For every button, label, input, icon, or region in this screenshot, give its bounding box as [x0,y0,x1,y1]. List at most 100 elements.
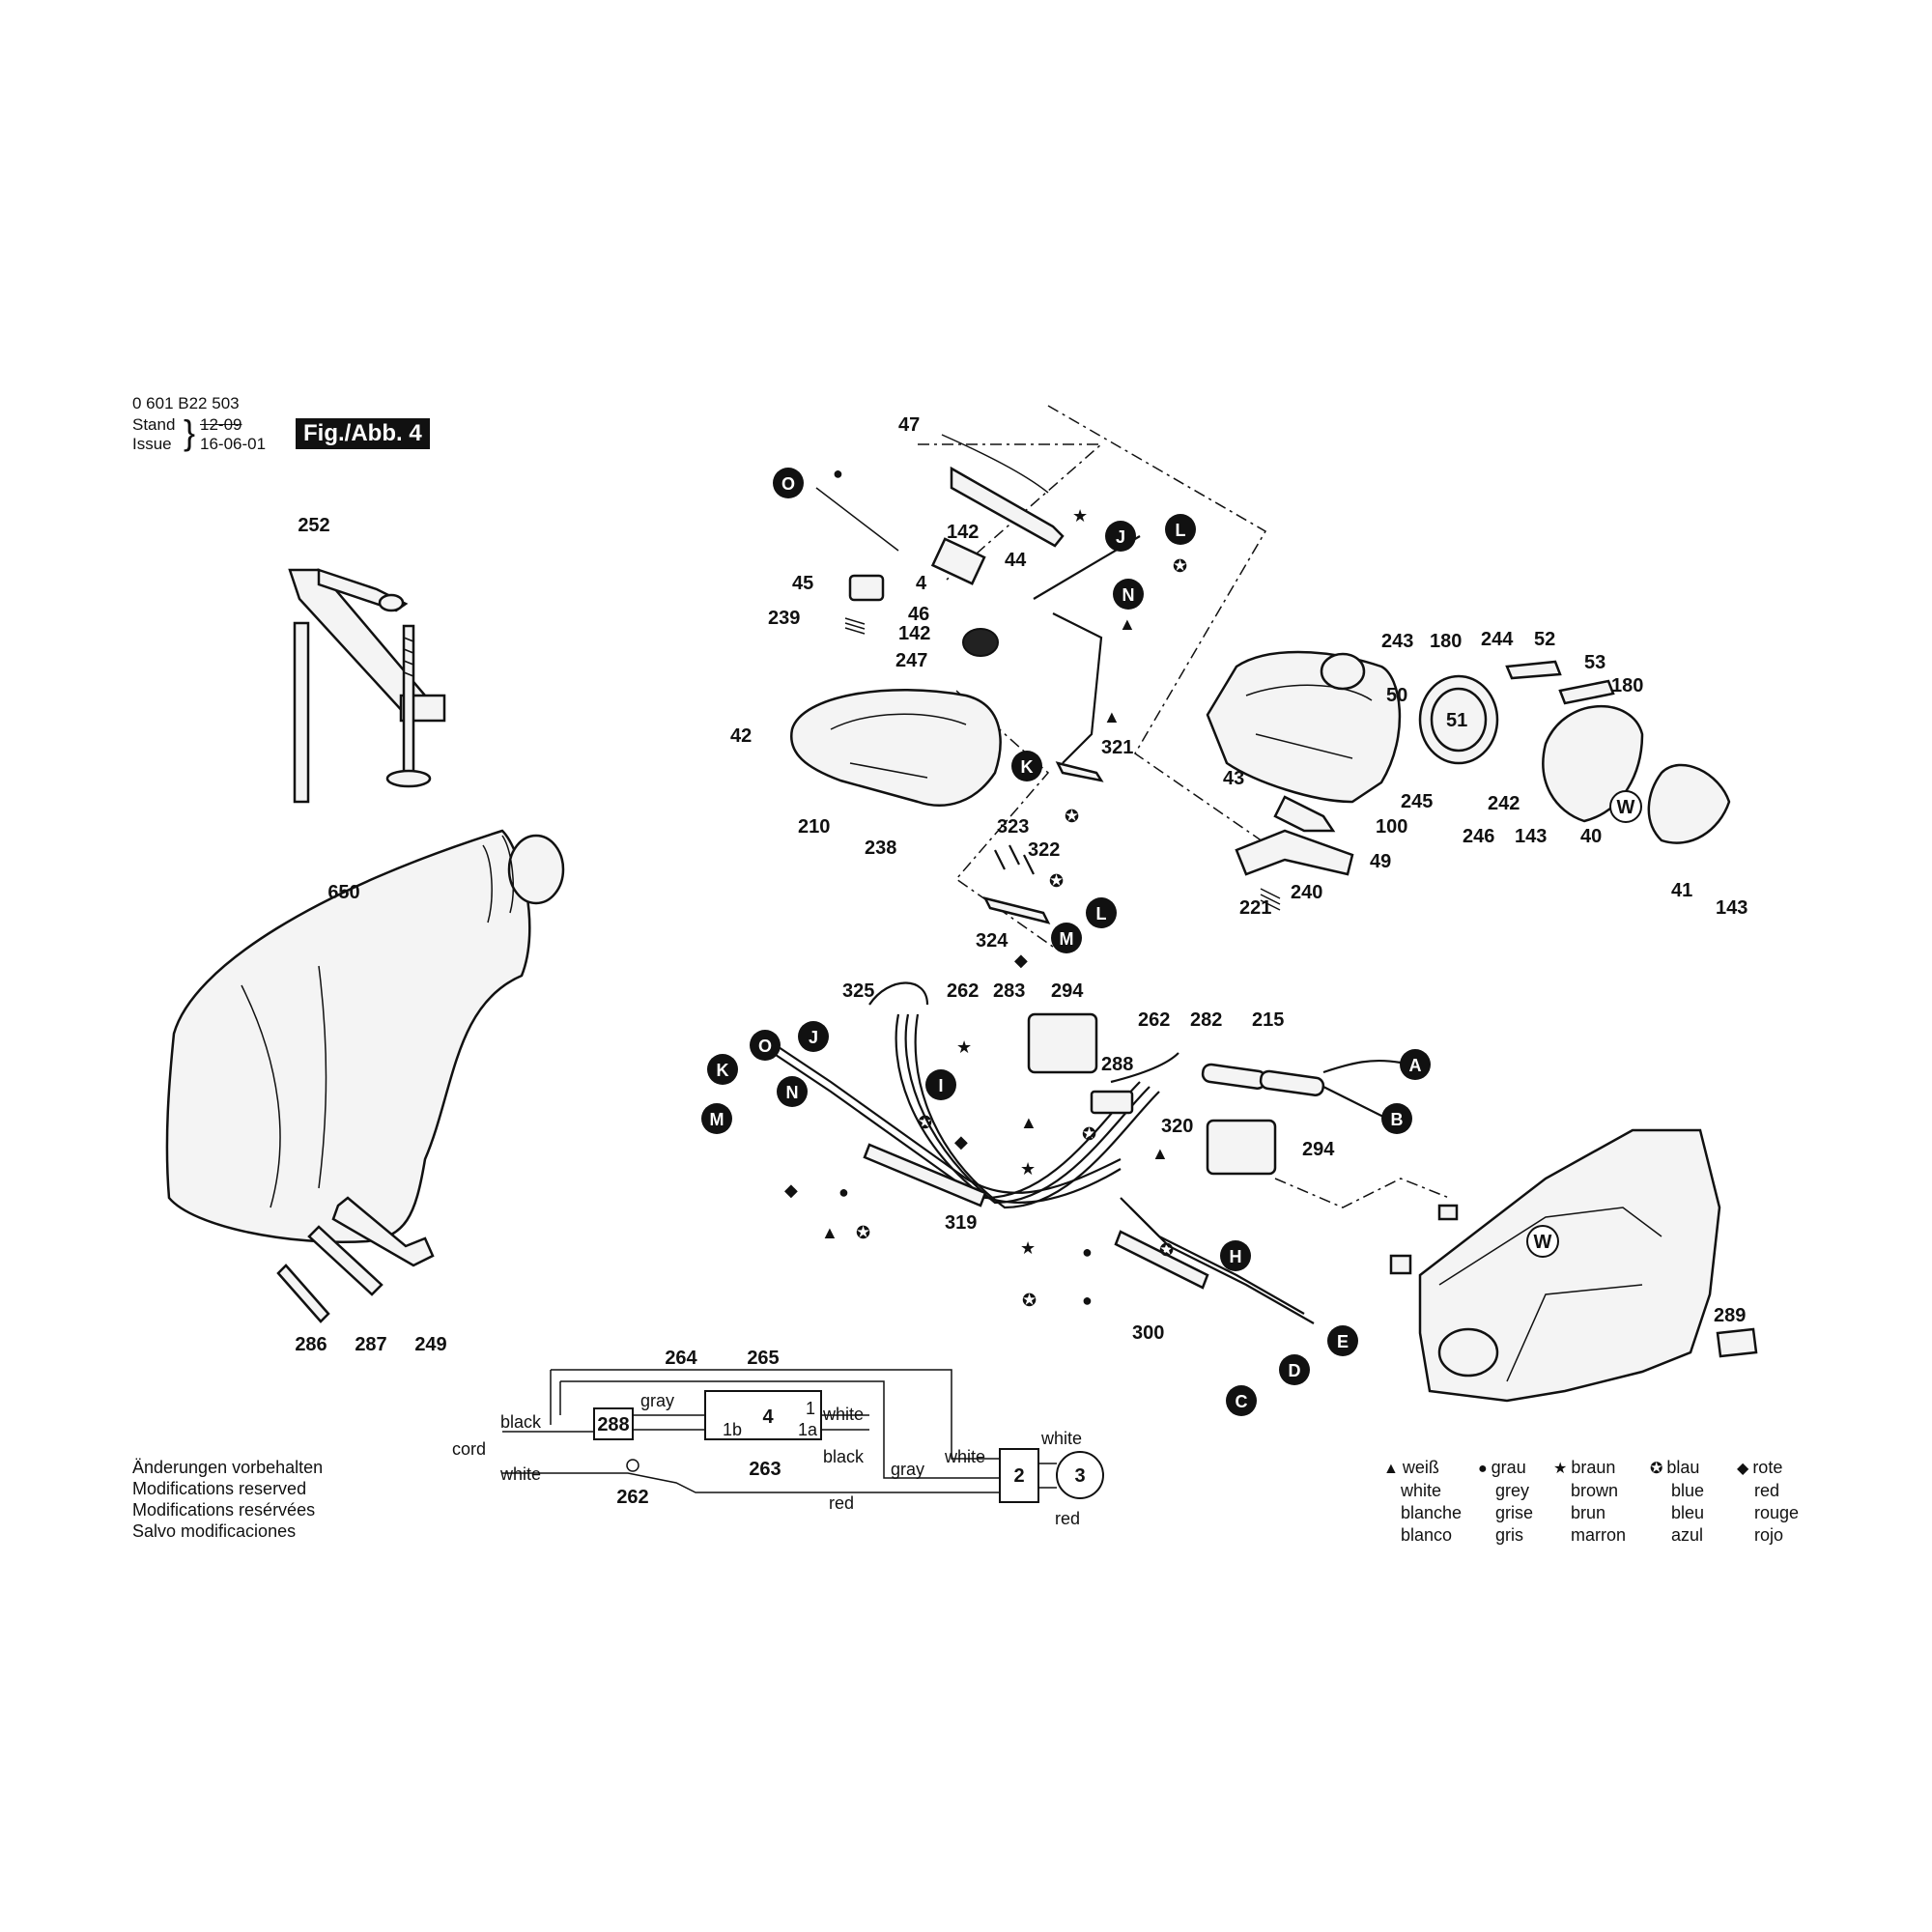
wire-red-1: red [829,1493,854,1513]
motor-housing [1389,1128,1758,1403]
svg-text:N: N [786,1083,799,1102]
label-40: 40 [1580,826,1602,847]
sch-1b: 1b [723,1420,742,1439]
label-300: 300 [1132,1322,1164,1344]
svg-text:O: O [758,1037,772,1056]
label-47: 47 [898,414,920,436]
part-labels: 252 650 286 287 249 47 44 142 142 4 45 2… [295,414,1747,1355]
label-100: 100 [1376,816,1407,838]
label-262b: 262 [1138,1009,1170,1031]
svg-text:H: H [1230,1247,1242,1266]
symbol-blue-4: ✪ [918,1113,932,1132]
symbol-blue-7: ✪ [1159,1240,1174,1260]
svg-text:I: I [938,1076,943,1095]
label-283: 283 [993,980,1025,1002]
label-45: 45 [792,573,813,594]
wire-gray-1: gray [640,1391,674,1410]
white-triangle-icon: ▲ [1383,1461,1399,1477]
callout-C: C [1226,1385,1257,1416]
note-en: Modifications reserved [132,1479,307,1498]
legend-blue: ✪blau blue bleu azul [1650,1458,1705,1545]
label-242: 242 [1488,793,1520,814]
callout-W-housing: W [1526,1225,1559,1258]
clamp-252 [288,568,446,804]
callout-I-mid: I [925,1069,956,1100]
legend-red: ◆rote red rouge rojo [1737,1458,1800,1545]
svg-text:A: A [1409,1056,1422,1075]
wire-black-2: black [823,1447,865,1466]
label-249: 249 [414,1334,446,1355]
label-246: 246 [1463,826,1494,847]
sch-263: 263 [749,1459,781,1480]
symbol-red-1: ◆ [1014,951,1028,970]
issue-label: Issue [132,435,172,453]
svg-text:W: W [1617,797,1635,818]
svg-text:M: M [1060,929,1074,949]
sch-3: 3 [1074,1465,1085,1487]
svg-text:W: W [1534,1232,1552,1253]
label-287: 287 [355,1334,386,1355]
sch-262: 262 [616,1487,648,1508]
callout-E: E [1327,1325,1358,1356]
label-319: 319 [945,1212,977,1234]
callout-M-low: M [701,1103,732,1134]
symbol-white-5: ▲ [821,1223,838,1242]
symbol-blue-5: ✪ [1082,1124,1096,1144]
label-221: 221 [1239,897,1271,919]
modifications-note: Änderungen vorbehalten Modifications res… [132,1457,323,1542]
symbol-grey-4: ● [1082,1291,1093,1310]
label-180b: 180 [1611,675,1643,696]
callout-N-mid: N [777,1076,808,1107]
label-41: 41 [1671,880,1692,901]
callout-L-top: L [1165,514,1196,545]
callout-K-top: K [1011,751,1042,781]
symbol-red-3: ◆ [784,1180,798,1200]
svg-text:L: L [1096,904,1107,923]
label-49: 49 [1370,851,1391,872]
stand-label: Stand [132,415,176,434]
symbol-blue-2: ✪ [1065,807,1079,826]
svg-text:J: J [809,1028,818,1047]
svg-text:B: B [1391,1110,1404,1129]
wire-gray-2: gray [891,1460,924,1479]
sch-1: 1 [806,1399,815,1418]
wire-white-3: white [1040,1429,1082,1448]
svg-text:O: O [781,474,795,494]
sch-1a: 1a [798,1420,818,1439]
label-46: 46 [908,604,929,625]
grey-dot-icon: ● [1478,1461,1488,1477]
wire-white-1: white [822,1405,864,1424]
callout-K-mid: K [707,1054,738,1085]
svg-text:K: K [1021,757,1034,777]
label-320: 320 [1161,1116,1193,1137]
symbol-white-2: ▲ [1103,707,1121,726]
stand-date: 12-09 [200,415,242,434]
symbol-grey-3: ● [1082,1242,1093,1262]
symbol-blue-6: ✪ [856,1223,870,1242]
label-286: 286 [295,1334,327,1355]
sch-2: 2 [1013,1465,1024,1487]
symbol-brown-1: ★ [1072,506,1088,526]
brown-star-icon: ★ [1553,1461,1568,1477]
sch-265: 265 [747,1348,779,1369]
label-180a: 180 [1430,631,1462,652]
callout-M-mid: M [1051,923,1082,953]
svg-text:E: E [1337,1332,1349,1351]
wire-white-2: white [944,1447,985,1466]
symbol-blue-1: ✪ [1173,556,1187,576]
symbol-blue-3: ✪ [1049,871,1064,891]
symbol-white-4: ▲ [1151,1144,1169,1163]
callout-B: B [1381,1103,1412,1134]
symbol-white-1: ▲ [1119,614,1136,634]
label-51: 51 [1446,710,1467,731]
label-240: 240 [1291,882,1322,903]
callouts: O J L N K L M W J O K N I M A B H E D C … [701,464,1642,1416]
svg-text:C: C [1236,1392,1248,1411]
label-52: 52 [1534,629,1555,650]
label-142b: 142 [898,623,930,644]
svg-text:K: K [717,1061,729,1080]
label-294a: 294 [1051,980,1084,1002]
label-289: 289 [1714,1305,1746,1326]
symbol-grey-2: ● [838,1182,849,1202]
